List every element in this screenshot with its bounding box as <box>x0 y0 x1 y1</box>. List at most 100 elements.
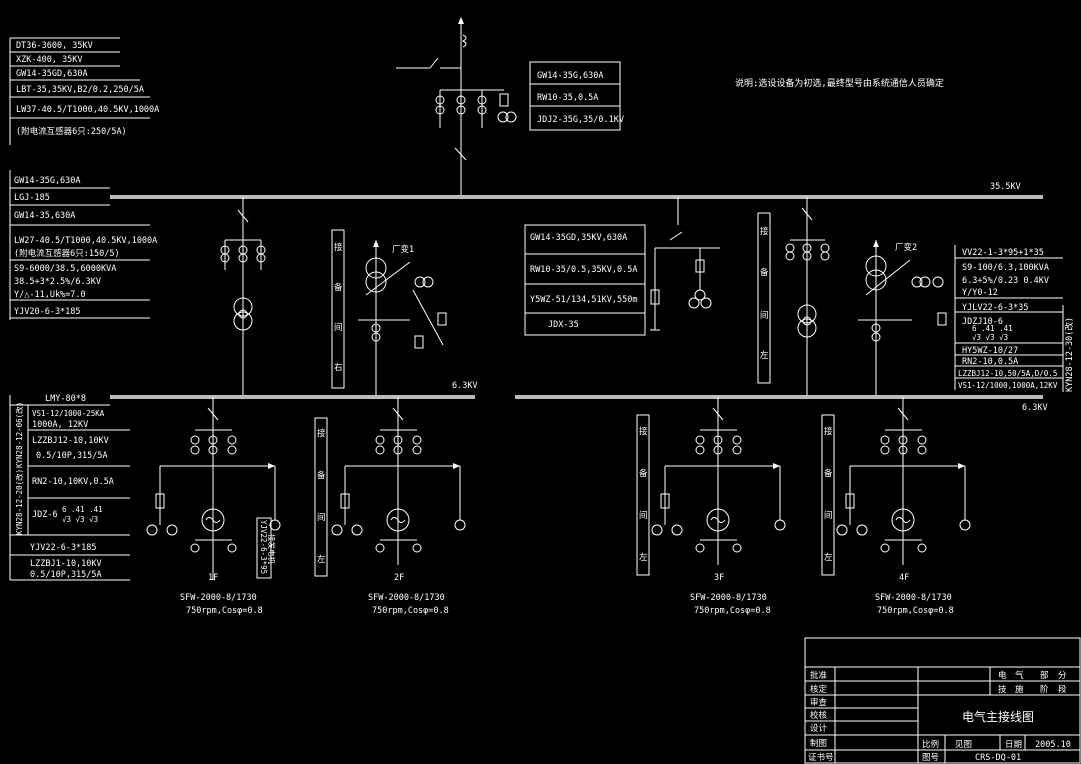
svg-text:左: 左 <box>760 350 769 361</box>
spec-text: RN2-10,10KV,0.5A <box>32 477 114 487</box>
spec-text: GW14-35GD,35KV,630A <box>530 233 627 243</box>
svg-text:比例: 比例 <box>922 739 939 750</box>
cabinet-type-vertical: KYN28-12-06(改) <box>14 402 24 468</box>
left-feeder-specs: GW14-35G,630A LGJ-185 GW14-35,630A LW27-… <box>9 170 157 320</box>
spec-text: 38.5+3*2.5%/6.3KV <box>14 277 101 287</box>
spec-text: LGJ-185 <box>14 193 50 203</box>
svg-text:SFW-2000-8/1730: SFW-2000-8/1730 <box>690 593 767 603</box>
svg-text:图号: 图号 <box>922 753 939 763</box>
svg-text:见图: 见图 <box>955 740 972 750</box>
spec-text: √3 √3 √3 <box>62 515 98 524</box>
svg-text:技: 技 <box>998 684 1007 695</box>
svg-text:左: 左 <box>639 552 648 563</box>
svg-text:段: 段 <box>1058 684 1067 695</box>
svg-text:备: 备 <box>317 470 326 481</box>
spec-text: XZK-400, 35KV <box>16 55 83 65</box>
spec-text: RW10-35,0.5A <box>537 93 598 103</box>
spec-text: RN2-10,0.5A <box>962 357 1018 367</box>
svg-text:接: 接 <box>334 242 343 253</box>
svg-text:备: 备 <box>334 282 343 293</box>
svg-text:750rpm,Cosφ=0.8: 750rpm,Cosφ=0.8 <box>186 606 263 616</box>
station-transformer-1: 厂变1 <box>358 240 447 395</box>
svg-text:间: 间 <box>760 311 769 321</box>
generator-feeder-4: 4F SFW-2000-8/1730 750rpm,Cosφ=0.8 <box>836 397 971 616</box>
svg-text:阶: 阶 <box>1040 684 1049 695</box>
spec-text: LZZBJ12-10,10KV <box>32 436 109 446</box>
title-row-label: 设计 <box>810 723 828 734</box>
spec-text: YJLV22-6-3*35 <box>962 303 1029 313</box>
svg-text:750rpm,Cosφ=0.8: 750rpm,Cosφ=0.8 <box>877 606 954 616</box>
svg-text:间: 间 <box>639 511 648 521</box>
bus-35kv-label: 35.5KV <box>990 182 1021 192</box>
spec-text: GW14-35G,630A <box>14 176 81 186</box>
spec-text: Y5WZ-51/134,51KV,550m <box>530 295 637 305</box>
right-main-feeder <box>785 197 830 395</box>
spec-text: LZZBJ1-10,10KV <box>30 559 102 569</box>
title-row-label: 审查 <box>810 697 828 708</box>
spec-text: LW27-40.5/T1000,40.5KV,1000A <box>14 236 157 246</box>
spec-text: LW37-40.5/T1000,40.5KV,1000A <box>16 105 159 115</box>
svg-text:750rpm,Cosφ=0.8: 750rpm,Cosφ=0.8 <box>372 606 449 616</box>
bus-6kv-right-label: 6.3KV <box>1022 403 1048 413</box>
standby-panel-lower-3: 接 备 间 左 <box>821 414 835 576</box>
svg-text:750rpm,Cosφ=0.8: 750rpm,Cosφ=0.8 <box>694 606 771 616</box>
svg-text:接: 接 <box>760 226 769 237</box>
middle-pt-group <box>650 197 720 331</box>
svg-text:接: 接 <box>317 428 326 439</box>
svg-text:2F: 2F <box>394 573 404 583</box>
spec-text: LZZBJ12-10,50/5A,D/0.5 <box>958 369 1057 378</box>
spec-text: S9-6000/38.5,6000KVA <box>14 264 116 274</box>
incoming-line <box>396 17 517 195</box>
generator-feeder-3: 3F SFW-2000-8/1730 750rpm,Cosφ=0.8 <box>651 397 786 616</box>
svg-text:施: 施 <box>1015 684 1024 695</box>
spec-text: 1000A, 12KV <box>32 420 88 430</box>
standby-panel-right-upper: 接 备 间 左 <box>757 212 771 384</box>
diagram-note: 说明:选设设备为初选,最终型号由系统通信人员确定 <box>735 77 944 89</box>
spec-text: VS1-12/1000,1000A,12KV <box>958 381 1058 390</box>
title-row-label: 核定 <box>810 684 828 695</box>
svg-text:右: 右 <box>334 362 343 373</box>
svg-text:间: 间 <box>824 511 833 521</box>
svg-text:SFW-2000-8/1730: SFW-2000-8/1730 <box>368 593 445 603</box>
svg-text:部: 部 <box>1040 670 1049 681</box>
svg-text:备: 备 <box>824 468 833 479</box>
spec-text: JDZJ10-6 <box>962 317 1003 327</box>
title-row-label: 校核 <box>810 710 828 721</box>
standby-panel-left-upper: 接 备 间 右 <box>331 229 345 389</box>
spec-text: 6.3+5%/0.23 0.4KV <box>962 276 1049 286</box>
standby-panel-lower-1: 接 备 间 左 <box>314 417 328 577</box>
svg-text:接: 接 <box>824 426 833 437</box>
svg-text:SFW-2000-8/1730: SFW-2000-8/1730 <box>180 593 257 603</box>
middle-specs: GW14-35GD,35KV,630A RW10-35/0.5,35KV,0.5… <box>524 224 646 336</box>
station-transformer-2: 厂变2 <box>858 240 947 395</box>
spec-text: 0.5/10P,315/5A <box>36 451 108 461</box>
svg-text:厂变2: 厂变2 <box>895 242 917 253</box>
spec-text: Y/△-11,Uk%=7.0 <box>14 290 86 300</box>
lower-left-specs: LMY-80*8 VS1-12/1000-25KA 1000A, 12KV LZ… <box>9 394 130 581</box>
spec-text: YJV20-6-3*185 <box>14 307 81 317</box>
svg-text:CRS-DQ-01: CRS-DQ-01 <box>975 753 1021 763</box>
drawing-title: 电气主接线图 <box>962 709 1034 724</box>
title-row-label: 批准 <box>810 670 828 681</box>
spec-text: GW14-35GD,630A <box>16 69 88 79</box>
cabinet-type-vertical: KYN28-12-20(改) <box>14 469 24 535</box>
spec-text: S9-100/6.3,100KVA <box>962 263 1049 273</box>
incoming-specs-left: DT36-3600, 35KV XZK-400, 35KV GW14-35GD,… <box>9 37 159 145</box>
spec-text: HY5WZ-10/27 <box>962 346 1018 356</box>
svg-text:电: 电 <box>998 670 1007 681</box>
spec-text: LMY-80*8 <box>45 394 86 404</box>
spec-text: GW14-35G,630A <box>537 71 604 81</box>
svg-text:SFW-2000-8/1730: SFW-2000-8/1730 <box>875 593 952 603</box>
spec-text: (附电流互感器6只:150/5) <box>14 248 120 259</box>
generator-feeder-2: 2F SFW-2000-8/1730 750rpm,Cosφ=0.8 <box>331 397 466 616</box>
spec-text: Y/Y0-12 <box>962 288 998 298</box>
spec-text: JDJ2-35G,35/0.1KV <box>537 115 624 125</box>
svg-text:间: 间 <box>317 513 326 523</box>
spec-text: 6 .41 .41 <box>972 324 1013 333</box>
spec-text: LBT-35,35KV,B2/0.2,250/5A <box>16 85 144 95</box>
spec-text: GW14-35,630A <box>14 211 75 221</box>
svg-text:备: 备 <box>639 468 648 479</box>
left-main-feeder <box>220 197 266 395</box>
spec-text: (附电流互感器6只:250/5A) <box>16 126 127 137</box>
